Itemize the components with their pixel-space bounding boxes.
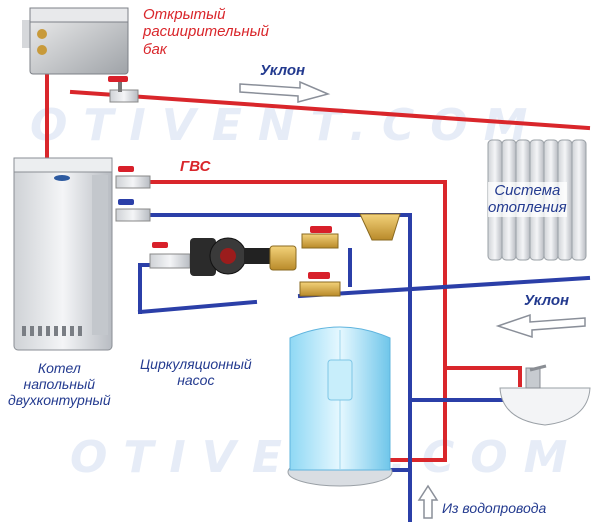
expansion-tank-label-line1: Открытый [143, 6, 226, 23]
strainer-valves-icon [299, 213, 401, 297]
cold-feed-boiler [148, 213, 412, 292]
boiler-label-line1: Котел [37, 360, 81, 376]
boiler-label-line3: двухконтурный [8, 392, 111, 409]
boiler-label: Котел напольный двухконтурный [8, 360, 111, 408]
heating-system-label-line1: Система [494, 182, 561, 199]
cold-pipes [137, 213, 591, 522]
ball-valve-top-icon [108, 76, 139, 103]
heating-system-label: Система отопления [488, 182, 567, 217]
slope-arrow-bottom-icon [495, 313, 586, 339]
slope-arrow-top-icon [239, 80, 331, 103]
expansion-tank-label: Открытый расширительный бак [143, 6, 269, 58]
cold-to-fixtures [408, 288, 507, 402]
slope-top-label: Уклон [260, 62, 306, 79]
watermark-top: OTIVENT.COM [30, 100, 544, 151]
dhw-label: ГВС [180, 158, 211, 175]
water-supply-arrow-icon [417, 484, 439, 519]
heating-system-label-line2: отопления [488, 199, 567, 217]
return-bottom [137, 299, 258, 315]
slope-bottom-label: Уклон [524, 292, 570, 309]
expansion-tank-label-line3: бак [143, 40, 167, 58]
washbasin-icon [499, 364, 591, 426]
dhw-to-sink [443, 303, 522, 387]
hot-main-top [69, 89, 591, 131]
expansion-tank-icon [22, 7, 129, 75]
pump-label-line2: насос [177, 372, 215, 389]
circulation-pump-icon [149, 237, 297, 276]
dhw-pipe [148, 180, 447, 307]
shower-cabin-icon [287, 326, 393, 487]
expansion-tank-label-line2: расширительный [143, 23, 269, 41]
return-main-right [297, 275, 591, 299]
water-supply-label: Из водопровода [442, 500, 547, 516]
floor-boiler-icon [13, 157, 113, 351]
pump-label-line1: Циркуляционный [140, 356, 252, 372]
return-main [138, 263, 162, 314]
pump-label: Циркуляционный насос [140, 356, 252, 388]
dhw-to-shower [378, 303, 447, 462]
boiler-label-line2: напольный [23, 376, 96, 393]
boiler-valves-icon [115, 166, 151, 222]
